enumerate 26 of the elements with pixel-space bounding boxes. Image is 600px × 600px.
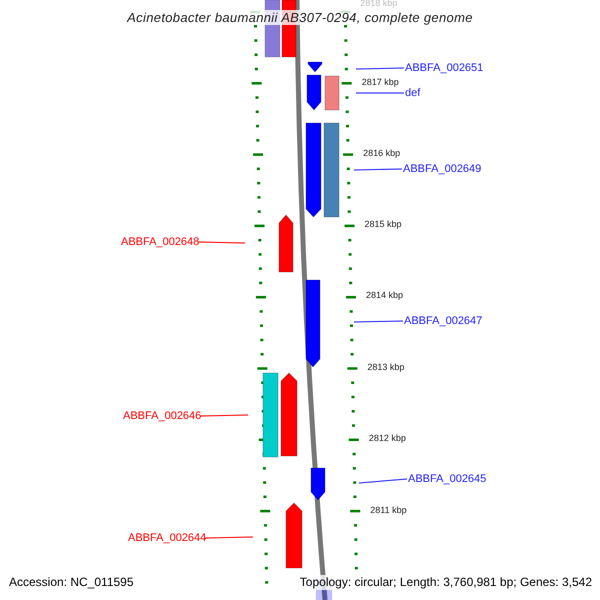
gene-label: def — [405, 86, 420, 100]
leader-line — [356, 68, 404, 70]
leader-line — [358, 478, 408, 484]
gene-label: ABBFA_002647 — [404, 314, 482, 328]
title: Acinetobacter baumannii AB307-0294, complete genome — [127, 10, 473, 25]
genome-info-text: Topology: circular; Length: 3,760,981 bp; Genes: 3,542 — [300, 575, 592, 590]
leader-line — [200, 414, 248, 416]
leader-line — [204, 536, 254, 538]
gene-label: ABBFA_002646 — [123, 409, 199, 423]
leader-line — [354, 168, 402, 170]
leader-line — [354, 320, 404, 322]
leader-line — [198, 242, 246, 244]
tick-label: 2814 kbp — [366, 290, 403, 301]
tick-label: 2815 kbp — [364, 219, 402, 230]
accession-text: Accession: NC_011595 — [9, 575, 134, 590]
gene-label: ABBFA_002649 — [403, 162, 482, 176]
gene-label: ABBFA_002644 — [128, 531, 204, 545]
tick-label: 2811 kbp — [370, 505, 407, 516]
tick-label: 2816 kbp — [363, 148, 400, 159]
tick-label: 2817 kbp — [362, 77, 399, 88]
gene-label: ABBFA_002645 — [408, 472, 486, 486]
gene-label: ABBFA_002651 — [405, 61, 484, 75]
tick-label: 2813 kbp — [367, 362, 404, 373]
tick-label: 2812 kbp — [368, 433, 406, 444]
gene-label: ABBFA_002648 — [121, 235, 197, 249]
leader-line — [356, 92, 404, 94]
